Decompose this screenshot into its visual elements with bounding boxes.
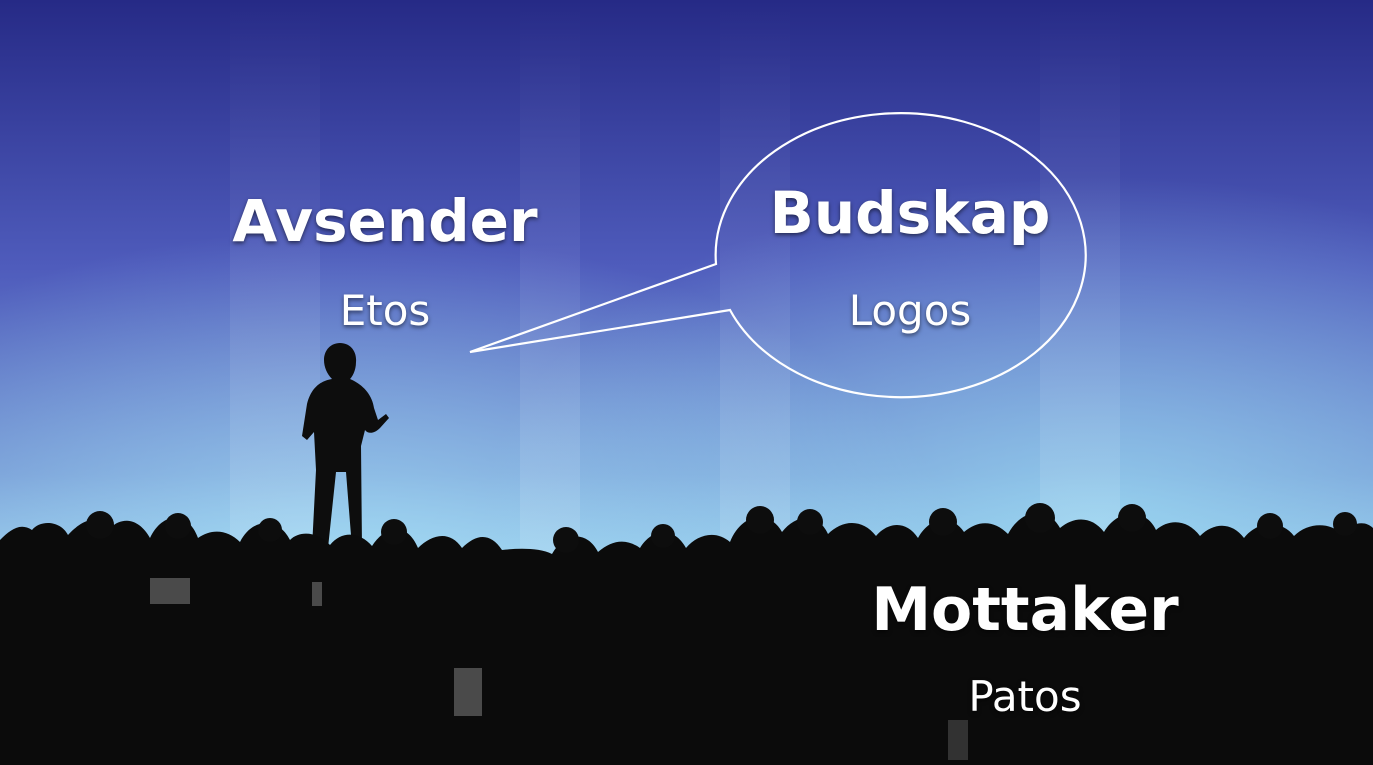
speaker-silhouette [302,343,389,548]
audience-heads [86,503,1357,553]
seat-reflections [150,578,968,760]
speech-bubble [469,112,1087,399]
audience-silhouette [0,512,1373,765]
receiver-subheading: Patos [968,672,1082,721]
receiver-heading: Mottaker [871,575,1179,645]
light-rays [230,0,1120,560]
sender-subheading: Etos [339,286,431,335]
message-subheading: Logos [848,286,972,335]
message-heading: Budskap [769,179,1051,247]
sender-heading: Avsender [232,187,538,255]
